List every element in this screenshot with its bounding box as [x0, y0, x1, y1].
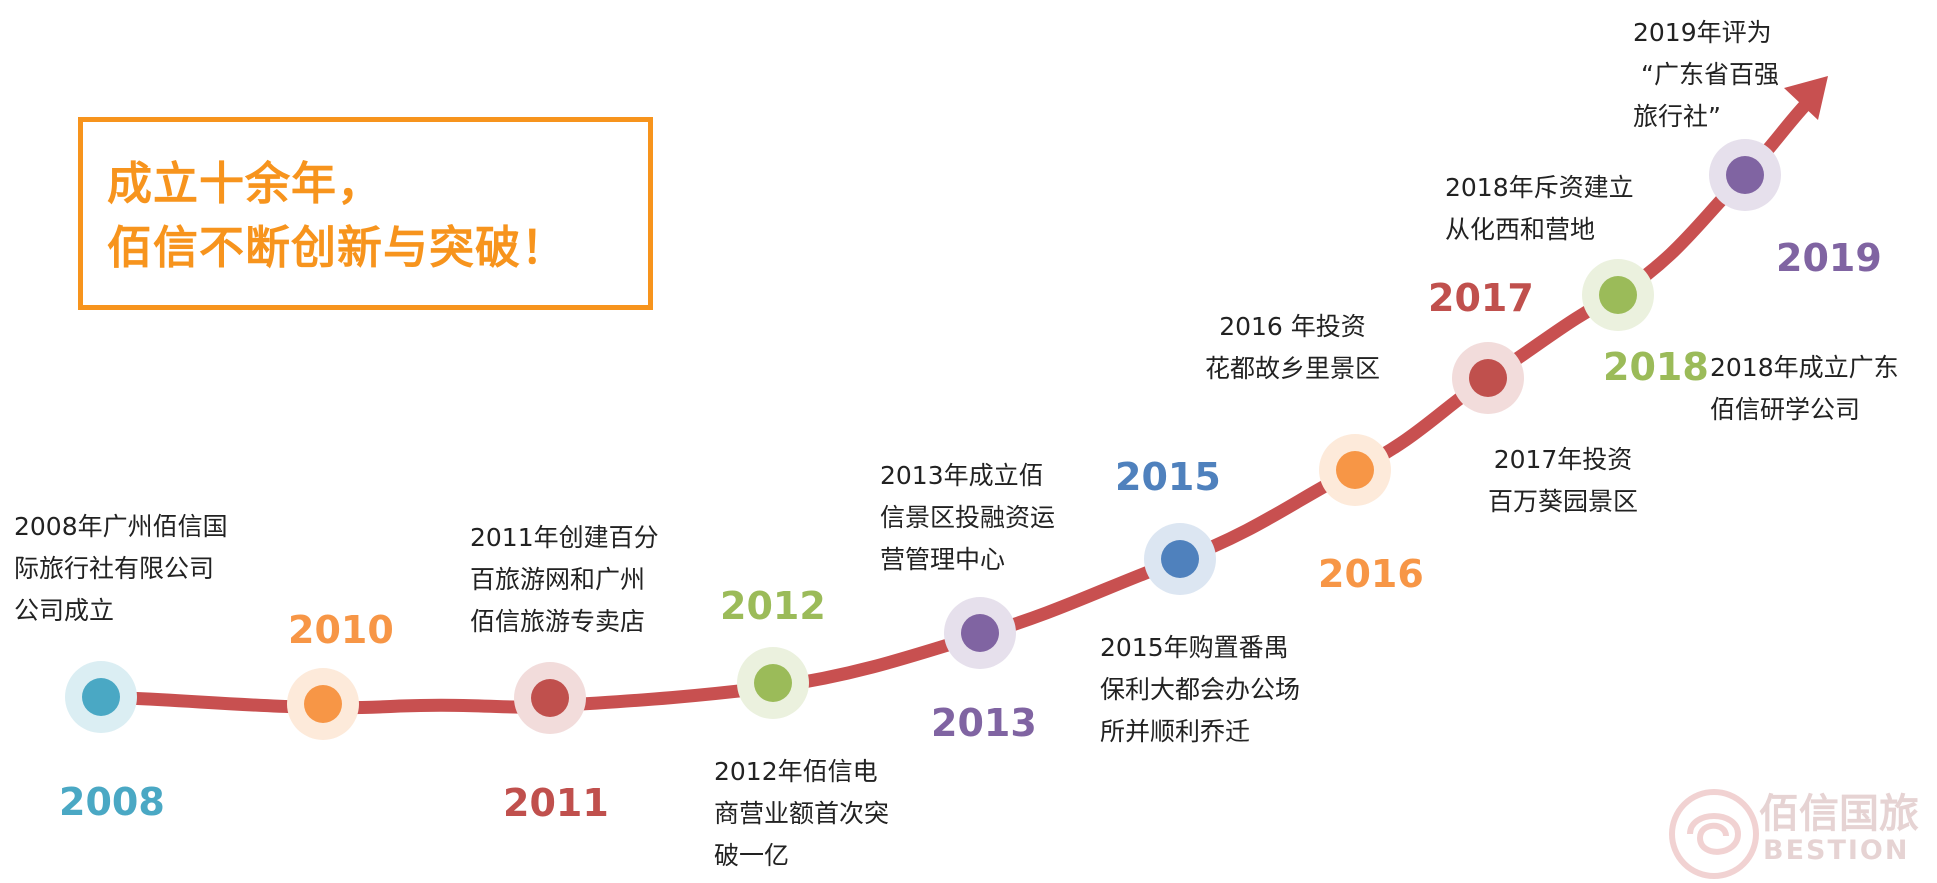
year-label-2017: 2017 — [1428, 276, 1534, 320]
year-label-2015: 2015 — [1115, 455, 1221, 499]
arrow-head-icon — [1784, 76, 1828, 120]
milestone-dot-2018 — [1599, 276, 1637, 314]
event-2019-line-3: 旅行社” — [1633, 102, 1721, 131]
event-2008-line-3: 公司成立 — [14, 596, 115, 625]
headline-line-2: 佰信不断创新与突破！ — [107, 221, 568, 274]
headline-line-1: 成立十余年， — [107, 157, 384, 210]
event-2016: 2016 年投资 花都故乡里景区 — [1205, 306, 1380, 390]
watermark: 佰信国旅 BESTION — [1665, 790, 1935, 880]
event-2011: 2011年创建百分 百旅游网和广州 佰信旅游专卖店 — [470, 517, 659, 643]
event-2018-b-line-1: 2018年成立广东 — [1710, 353, 1899, 382]
event-2008-line-2: 际旅行社有限公司 — [14, 554, 215, 583]
event-2018-a: 2018年斥资建立 从化西和营地 — [1445, 167, 1634, 251]
year-label-2018: 2018 — [1603, 345, 1709, 389]
event-2015: 2015年购置番禺 保利大都会办公场 所并顺利乔迁 — [1100, 627, 1300, 753]
event-2008: 2008年广州佰信国 际旅行社有限公司 公司成立 — [14, 506, 228, 632]
event-2013: 2013年成立佰 信景区投融资运 营管理中心 — [880, 455, 1055, 581]
watermark-brand-en: BESTION — [1763, 835, 1910, 866]
milestone-dot-2013 — [961, 614, 999, 652]
event-2012: 2012年佰信电 商营业额首次突 破一亿 — [714, 751, 889, 877]
event-2018-a-line-1: 2018年斥资建立 — [1445, 173, 1634, 202]
event-2016-line-2: 花都故乡里景区 — [1205, 354, 1381, 383]
event-2015-line-3: 所并顺利乔迁 — [1100, 717, 1251, 746]
event-2011-line-2: 百旅游网和广州 — [470, 565, 646, 594]
event-2013-line-1: 2013年成立佰 — [880, 461, 1044, 490]
event-2011-line-3: 佰信旅游专卖店 — [470, 607, 646, 636]
milestone-dot-2008 — [82, 678, 120, 716]
year-label-2019: 2019 — [1776, 236, 1882, 280]
milestone-dot-2016 — [1336, 451, 1374, 489]
milestone-dot-2015 — [1161, 540, 1199, 578]
year-label-2012: 2012 — [720, 584, 826, 628]
year-label-2008: 2008 — [59, 780, 165, 824]
event-2017-line-2: 百万葵园景区 — [1488, 487, 1639, 516]
watermark-logo-icon — [1669, 789, 1759, 879]
event-2013-line-3: 营管理中心 — [880, 545, 1006, 574]
event-2019-line-1: 2019年评为 — [1633, 18, 1772, 47]
event-2019-line-2: “广东省百强 — [1641, 60, 1779, 89]
year-label-2011: 2011 — [503, 781, 609, 825]
year-label-2010: 2010 — [288, 608, 394, 652]
event-2018-b-line-2: 佰信研学公司 — [1710, 395, 1861, 424]
milestone-dot-2019 — [1726, 156, 1764, 194]
milestone-dot-2011 — [531, 679, 569, 717]
year-label-2013: 2013 — [931, 701, 1037, 745]
event-2019: 2019年评为 “广东省百强 旅行社” — [1633, 12, 1779, 138]
event-2012-line-1: 2012年佰信电 — [714, 757, 878, 786]
event-2017-line-1: 2017年投资 — [1493, 445, 1633, 474]
event-2015-line-1: 2015年购置番禺 — [1100, 633, 1289, 662]
milestone-dot-2012 — [754, 664, 792, 702]
event-2013-line-2: 信景区投融资运 — [880, 503, 1056, 532]
watermark-brand-cn: 佰信国旅 — [1759, 791, 1919, 837]
event-2008-line-1: 2008年广州佰信国 — [14, 512, 228, 541]
event-2017: 2017年投资 百万葵园景区 — [1488, 439, 1638, 523]
event-2018-b: 2018年成立广东 佰信研学公司 — [1710, 347, 1899, 431]
year-label-2016: 2016 — [1318, 552, 1424, 596]
milestone-dot-2010 — [304, 685, 342, 723]
event-2012-line-3: 破一亿 — [714, 841, 790, 870]
headline-box: 成立十余年， 佰信不断创新与突破！ — [78, 117, 653, 310]
milestone-dot-2017 — [1469, 359, 1507, 397]
event-2018-a-line-2: 从化西和营地 — [1445, 215, 1596, 244]
event-2016-line-1: 2016 年投资 — [1219, 312, 1366, 341]
event-2012-line-2: 商营业额首次突 — [714, 799, 890, 828]
event-2011-line-1: 2011年创建百分 — [470, 523, 659, 552]
event-2015-line-2: 保利大都会办公场 — [1100, 675, 1301, 704]
